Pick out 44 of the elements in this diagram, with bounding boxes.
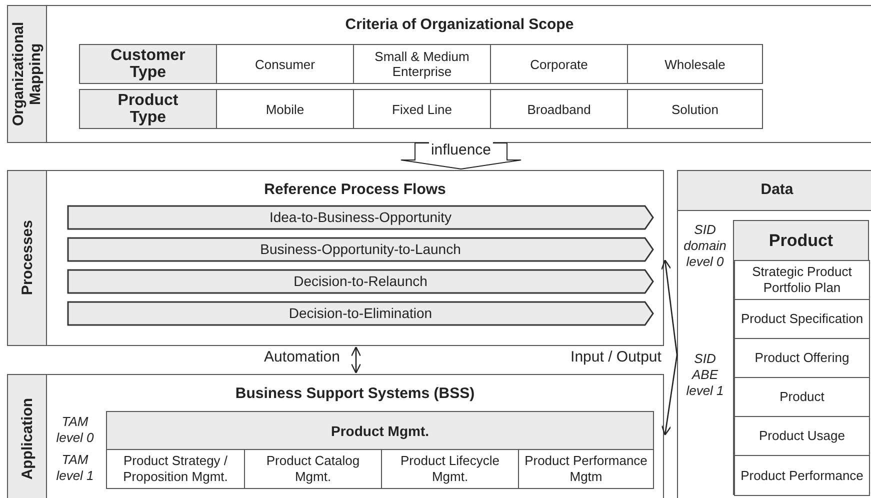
item-box: Product Usage (734, 416, 870, 456)
level-note: SID ABE level 1 (685, 350, 725, 400)
item-box: Strategic Product Portfolio Plan (734, 260, 870, 300)
panel-header: Data (678, 171, 871, 211)
entity-table (733, 220, 869, 495)
table-cell: Wholesale (627, 44, 763, 84)
item-box: Product Offering (734, 338, 870, 378)
item-box: Product Specification (734, 299, 870, 339)
table-cell: Consumer (216, 44, 354, 84)
row-header: Product Type (79, 89, 217, 129)
arrow (350, 346, 362, 374)
section-label: Processes (8, 171, 47, 345)
table-cell: Mobile (216, 89, 354, 129)
table-cell: Solution (627, 89, 763, 129)
panel-title: Business Support Systems (BSS) (234, 384, 476, 404)
edge-label: Input / Output (568, 348, 664, 366)
level-note: TAM level 1 (55, 451, 95, 485)
row-header: Customer Type (79, 44, 217, 84)
section-panel (677, 170, 871, 498)
table-cell: Corporate (490, 44, 628, 84)
item-box: Product (734, 377, 870, 417)
item-box: Product Performance (734, 455, 870, 496)
table-cell: Fixed Line (353, 89, 491, 129)
process-flow-band: Decision-to-Elimination (67, 301, 654, 326)
section-panel (7, 5, 871, 143)
arrow (661, 354, 678, 436)
level-note: TAM level 0 (55, 413, 95, 447)
level-note: SID domain level 0 (682, 221, 728, 271)
section-panel (7, 170, 664, 346)
category-box: Product Mgmt. (106, 411, 654, 450)
table-header: Product (734, 221, 868, 260)
table-cell: Broadband (490, 89, 628, 129)
section-label: Organizational Mapping (8, 6, 47, 142)
table-cell: Small & Medium Enterprise (353, 44, 491, 84)
item-box: Product Strategy / Proposition Mgmt. (106, 449, 245, 489)
panel-title: Reference Process Flows (263, 180, 447, 200)
section-panel (7, 374, 664, 498)
item-box: Product Performance Mgtm (518, 449, 654, 489)
section-label: Application (8, 375, 47, 498)
process-flow-band: Business-Opportunity-to-Launch (67, 237, 654, 262)
panel-title: Criteria of Organizational Scope (344, 15, 575, 35)
process-flow-band: Decision-to-Relaunch (67, 269, 654, 294)
arrow (661, 259, 678, 356)
process-flow-band: Idea-to-Business-Opportunity (67, 205, 654, 230)
